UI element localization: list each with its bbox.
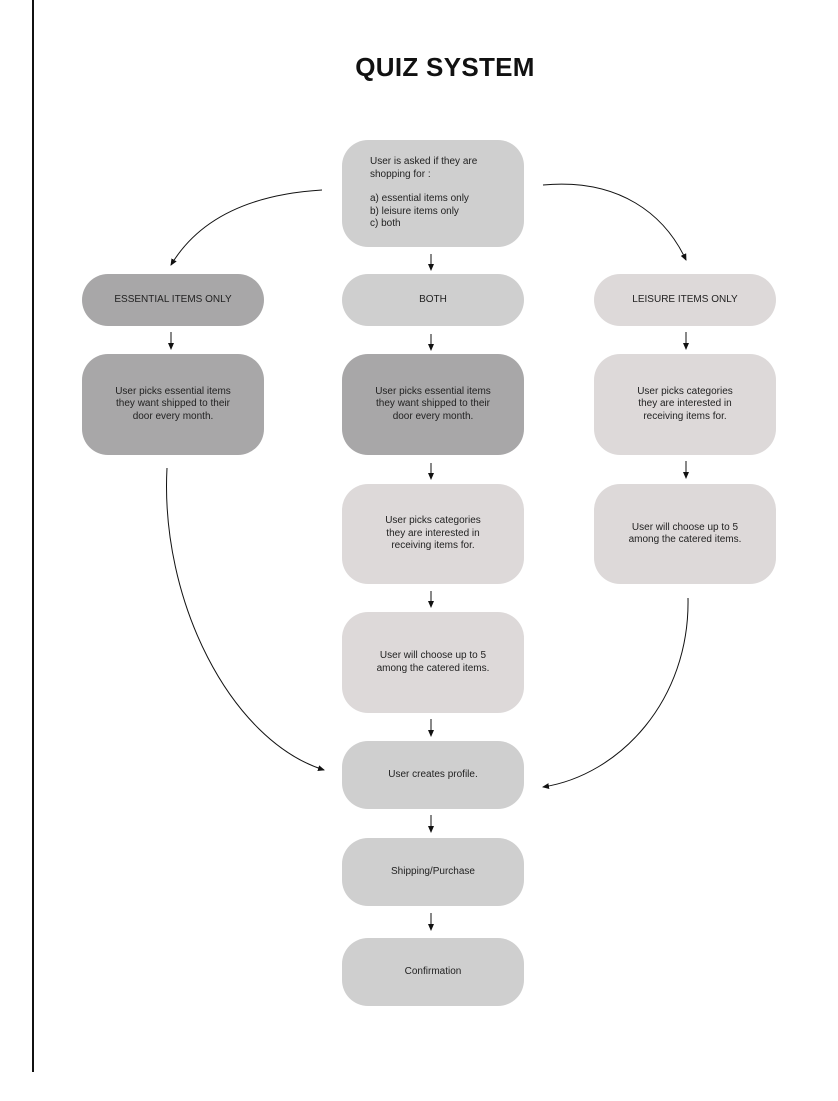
- both-step-choose-items: User will choose up to 5 among the cater…: [342, 612, 524, 713]
- branch-both-label: BOTH: [342, 274, 524, 326]
- page-title: QUIZ SYSTEM: [355, 52, 535, 82]
- step-confirmation: Confirmation: [342, 938, 524, 1006]
- arrow-to-essential: [170, 189, 323, 266]
- option-leisure: b) leisure items only: [370, 205, 459, 217]
- step-create-profile: User creates profile.: [342, 741, 524, 809]
- arrow-leisure-step2-to-profile: [542, 597, 689, 790]
- option-essential: a) essential items only: [370, 193, 469, 205]
- option-both: c) both: [370, 218, 401, 230]
- start-question-node: User is asked if they are shopping for :…: [342, 140, 524, 247]
- step-shipping-purchase: Shipping/Purchase: [342, 838, 524, 906]
- leisure-step-choose-items: User will choose up to 5 among the cater…: [594, 484, 776, 584]
- branch-essential-label: ESSENTIAL ITEMS ONLY: [82, 274, 264, 326]
- both-step-pick-items: User picks essential items they want shi…: [342, 354, 524, 455]
- arrow-to-leisure: [542, 183, 687, 261]
- left-margin-rule: [32, 0, 34, 1072]
- leisure-step-pick-categories: User picks categories they are intereste…: [594, 354, 776, 455]
- essential-step-pick-items: User picks essential items they want shi…: [82, 354, 264, 455]
- arrow-essential-step1-to-profile: [166, 467, 325, 772]
- branch-leisure-label: LEISURE ITEMS ONLY: [594, 274, 776, 326]
- both-step-pick-categories: User picks categories they are intereste…: [342, 484, 524, 584]
- question-text: User is asked if they are shopping for :: [370, 156, 478, 180]
